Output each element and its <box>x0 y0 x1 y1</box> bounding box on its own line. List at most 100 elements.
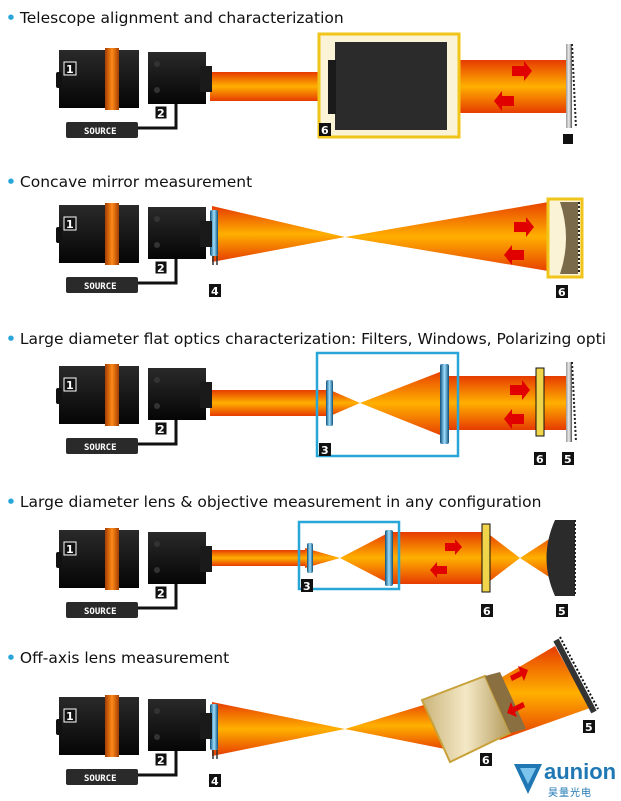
tag-1 <box>63 708 77 723</box>
row-concave: 4 6 <box>209 197 584 299</box>
tag-1-label: 1 <box>66 710 74 723</box>
camera-body <box>59 530 139 588</box>
camera-ring <box>105 364 119 426</box>
unit-body <box>148 207 206 259</box>
section-title-telescope: •Telescope alignment and characterizatio… <box>6 9 344 27</box>
camera-body <box>59 366 139 424</box>
source-label: SOURCE <box>84 774 117 784</box>
lens <box>440 364 449 444</box>
cable <box>135 420 178 446</box>
tag-1 <box>63 216 77 231</box>
cable <box>135 584 178 610</box>
svg-text:6: 6 <box>482 754 490 767</box>
tag-2-label: 2 <box>157 107 165 120</box>
beam <box>340 532 390 584</box>
logo-subtitle: 昊量光电 <box>548 788 592 799</box>
beam <box>360 370 445 437</box>
expander-frame <box>315 351 460 458</box>
beam <box>210 390 330 416</box>
row-off-axis: 4 6 5 <box>209 636 599 788</box>
tilted-mirror <box>553 636 599 714</box>
arrow-back <box>430 562 447 578</box>
cable <box>135 259 178 285</box>
tag-4 <box>209 284 221 297</box>
bullet: • <box>6 493 16 511</box>
tag-2 <box>154 752 168 767</box>
source-box <box>66 122 138 138</box>
source-box <box>66 438 138 454</box>
logo-name: aunion <box>544 759 617 784</box>
beam <box>212 702 345 756</box>
arrow-forward <box>514 217 534 237</box>
camera-ring <box>105 695 119 757</box>
arrow-forward <box>510 666 528 681</box>
tag-2-label: 2 <box>157 262 165 275</box>
svg-text:6: 6 <box>558 286 566 299</box>
unit-nose <box>200 382 212 408</box>
row-telescope: 6 <box>210 32 577 144</box>
unit-body <box>148 368 206 420</box>
section-title-lens: •Large diameter lens & objective measure… <box>6 493 542 511</box>
arrow-back <box>494 91 514 111</box>
tag-6 <box>556 285 568 298</box>
tag-1 <box>63 61 77 76</box>
svg-text:3: 3 <box>303 580 311 593</box>
beam <box>212 206 345 262</box>
source-box <box>66 602 138 618</box>
beam <box>210 72 330 101</box>
camera-ring <box>105 48 119 110</box>
beam <box>305 548 340 568</box>
tag-6 <box>319 123 331 136</box>
tag-6 <box>534 452 546 465</box>
bullet: • <box>6 9 16 27</box>
camera-body <box>59 697 139 755</box>
source-box <box>66 769 138 785</box>
lens <box>385 530 393 586</box>
unit-nose <box>200 221 212 247</box>
arrow-forward <box>512 61 532 81</box>
camera-body <box>59 50 139 108</box>
tag-2-label: 2 <box>157 754 165 767</box>
tag-5 <box>556 604 568 617</box>
unit-nose <box>200 66 212 92</box>
bullet: • <box>6 330 16 348</box>
arrow-forward <box>445 539 462 555</box>
tag-1-label: 1 <box>66 63 74 76</box>
convex-mirror <box>546 520 575 596</box>
source-label: SOURCE <box>84 443 117 453</box>
mirror-mount <box>563 134 573 144</box>
camera-body <box>59 205 139 263</box>
camera-ring <box>105 528 119 590</box>
arrow-forward <box>510 380 530 400</box>
arrow-back <box>504 409 524 429</box>
svg-text:3: 3 <box>321 444 329 457</box>
svg-text:6: 6 <box>483 605 491 618</box>
tag-2-label: 2 <box>157 423 165 436</box>
tag-5 <box>562 452 574 465</box>
tag-1 <box>63 377 77 392</box>
row-flat-optics: 3 6 5 <box>210 351 577 466</box>
unit-body <box>148 699 206 751</box>
filter-sample <box>535 367 545 437</box>
aunion-logo <box>514 764 542 794</box>
beam <box>210 550 305 566</box>
tag-3 <box>319 443 331 456</box>
source-label: SOURCE <box>84 607 117 617</box>
svg-text:5: 5 <box>564 453 572 466</box>
camera-ring <box>105 203 119 265</box>
unit-nose <box>200 713 212 739</box>
source-box <box>66 277 138 293</box>
tag-2 <box>154 260 168 275</box>
section-title-off-axis: •Off-axis lens measurement <box>6 649 230 667</box>
section-title-flat-optics: •Large diameter flat optics characteriza… <box>6 330 607 348</box>
tag-5 <box>583 720 595 733</box>
svg-text:4: 4 <box>211 285 219 298</box>
source-label: SOURCE <box>84 127 117 137</box>
bullet: • <box>6 649 16 667</box>
beam <box>455 60 568 113</box>
cable <box>135 104 178 130</box>
tag-1-label: 1 <box>66 543 74 556</box>
